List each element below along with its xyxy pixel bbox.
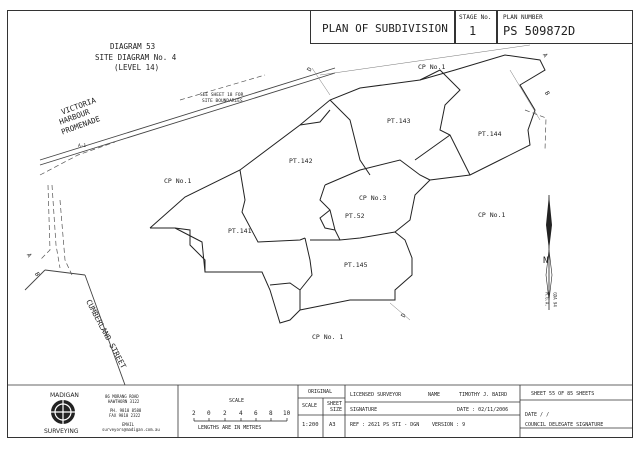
cp-label-top: CP No.1 <box>418 63 446 71</box>
pt52-label: PT.52 <box>345 212 365 220</box>
name-label: NAME <box>428 392 441 398</box>
firm-email: surveyors@madigan.com.au <box>102 427 160 432</box>
firm-logo-icon <box>49 398 77 426</box>
see-sheet-note-1: SEE SHEET 18 FOR <box>200 93 244 98</box>
scale-label: SCALE <box>229 398 245 404</box>
north-label: N <box>543 256 549 266</box>
scale-tick-7: 10 <box>283 410 291 417</box>
sheet-size-label-2: SIZE <box>330 407 343 413</box>
north-arrow-icon <box>545 195 553 310</box>
pt142-label: PT.142 <box>289 157 313 165</box>
plan-title-cell <box>310 10 455 44</box>
licensed-surveyor-label: LICENSED SURVEYOR <box>350 392 402 398</box>
lengths-note: LENGTHS ARE IN METRES <box>198 425 262 431</box>
sheet-size-value: A3 <box>329 422 336 428</box>
pt141-label: PT.141 <box>228 227 252 235</box>
cp3-label: CP No.3 <box>359 194 387 202</box>
pt143-label: PT.143 <box>387 117 411 125</box>
surveyor-name: TIMOTHY J. BAIRD <box>459 392 508 398</box>
diagram-title: DIAGRAM 53 <box>110 42 156 51</box>
scale-bar <box>193 418 288 422</box>
firm-address-1: 86 MORANG ROAD <box>105 394 139 399</box>
firm-fax: FAX 9818 2322 <box>109 413 141 418</box>
building-outline <box>149 54 546 324</box>
diagram-level: (LEVEL 14) <box>114 63 160 72</box>
scale-tick-1: 2 <box>192 410 196 417</box>
reference-label: REF : 2621 PS STI - DGN <box>350 422 420 428</box>
council-date: DATE / / <box>525 412 550 418</box>
cp-label-right: CP No.1 <box>478 211 506 219</box>
cp-label-left: CP No.1 <box>164 177 192 185</box>
pt144-label: PT.144 <box>478 130 502 138</box>
firm-address-2: HAWTHORN 3122 <box>108 399 140 404</box>
original-label: ORIGINAL <box>308 389 333 395</box>
stage-cell <box>455 10 497 44</box>
scale-tick-5: 6 <box>254 410 258 417</box>
plan-number: PS 509872D <box>503 24 576 38</box>
stage-label: STAGE No. <box>459 14 492 21</box>
diagram-subtitle: SITE DIAGRAM No. 4 <box>95 53 177 62</box>
version-label: VERSION : 9 <box>432 422 466 428</box>
survey-date: DATE : 02/11/2006 <box>457 407 509 413</box>
pt145-label: PT.145 <box>344 261 368 269</box>
scale-tick-3: 2 <box>223 410 227 417</box>
scale-tick-6: 8 <box>269 410 273 417</box>
sheet-info: SHEET 55 OF 85 SHEETS <box>531 391 595 397</box>
sheet-size-label-1: SHEET <box>327 401 343 407</box>
stage-value: 1 <box>469 24 477 38</box>
firm-name-2: SURVEYING <box>44 428 79 435</box>
scale-tick-4: 4 <box>239 410 243 417</box>
cp-label-bottom: CP No. 1 <box>312 333 344 341</box>
firm-email-label: EMAIL <box>122 422 135 427</box>
plan-number-label: PLAN NUMBER <box>503 14 543 21</box>
firm-name: MADIGAN <box>50 392 79 399</box>
scale-tick-2: 0 <box>207 410 211 417</box>
council-delegate-signature: COUNCIL DELEGATE SIGNATURE <box>525 422 604 428</box>
firm-phone: PH. 9818 8588 <box>110 408 142 413</box>
see-sheet-note-2: SITE BOUNDARIES <box>202 99 243 104</box>
plan-title: PLAN OF SUBDIVISION <box>322 22 448 35</box>
scale-col-label: SCALE <box>302 403 318 409</box>
plan-number-cell <box>497 10 633 44</box>
signature-label: SIGNATURE <box>350 407 378 413</box>
scale-value: 1:200 <box>302 422 319 428</box>
